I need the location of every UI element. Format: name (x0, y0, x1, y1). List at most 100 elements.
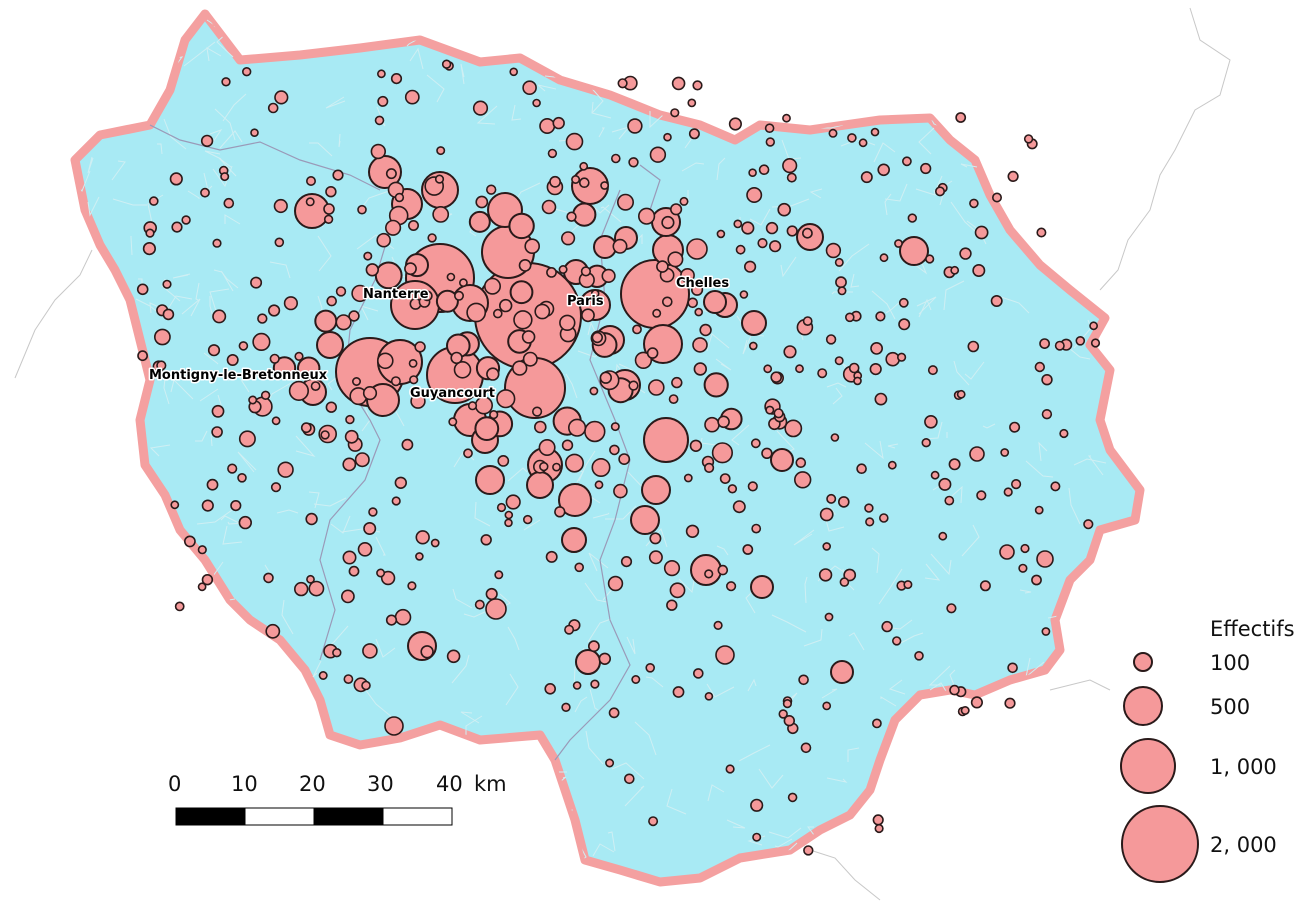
workforce-circle (564, 453, 584, 473)
commune-edge (1038, 441, 1048, 462)
workforce-circle (248, 395, 258, 405)
legend-label-500: 500 (1210, 695, 1250, 719)
commune-edge (260, 762, 274, 782)
commune-edge (112, 198, 147, 206)
commune-edge (173, 569, 194, 590)
workforce-circle (314, 309, 338, 333)
commune-edge (598, 127, 605, 138)
workforce-circle (826, 493, 837, 504)
workforce-circle (223, 197, 235, 209)
workforce-circle (558, 264, 568, 274)
commune-edge (832, 387, 843, 405)
commune-edge (451, 654, 470, 684)
commune-edge (973, 834, 980, 850)
workforce-circle (914, 650, 924, 661)
commune-edge (136, 481, 145, 495)
commune-edge (295, 435, 316, 457)
commune-edge (780, 256, 797, 278)
workforce-circle (899, 236, 929, 266)
workforce-circle (949, 684, 960, 696)
workforce-circle (211, 404, 225, 418)
workforce-circle (365, 263, 379, 277)
workforce-circle (885, 351, 901, 367)
workforce-circle (872, 814, 884, 826)
workforce-circle (930, 470, 940, 480)
workforce-circle (390, 72, 403, 85)
commune-edge (578, 450, 596, 482)
commune-edge (209, 296, 214, 318)
workforce-circle (717, 415, 730, 429)
commune-edge (85, 520, 101, 547)
workforce-circle (1031, 574, 1042, 586)
workforce-circle (323, 214, 334, 225)
commune-edge (878, 568, 903, 605)
workforce-circle (578, 177, 590, 188)
workforce-circle (271, 416, 281, 426)
commune-edge (312, 660, 322, 678)
commune-edge (325, 96, 346, 109)
workforce-circle (591, 457, 611, 477)
workforce-circle (201, 499, 214, 512)
commune-edge (707, 784, 725, 802)
workforce-circle (475, 195, 489, 209)
commune-edge (76, 300, 97, 311)
workforce-circle (765, 405, 775, 415)
workforce-circle (522, 351, 538, 367)
workforce-circle (733, 219, 743, 229)
legend-circle-500 (1123, 686, 1163, 726)
workforce-circle (362, 643, 378, 659)
workforce-circle (594, 480, 604, 490)
workforce-circle (643, 417, 689, 463)
commune-edge (892, 32, 913, 65)
commune-edge (75, 860, 80, 880)
workforce-circle (627, 118, 643, 134)
workforce-circle (579, 161, 589, 171)
workforce-circle (620, 555, 633, 568)
commune-edge (626, 636, 636, 655)
workforce-circle (435, 289, 459, 313)
workforce-circle (580, 266, 592, 277)
commune-edge (276, 509, 299, 514)
workforce-circle (667, 251, 684, 268)
commune-edge (115, 415, 135, 428)
workforce-circle (499, 298, 513, 313)
commune-edge (1088, 455, 1104, 476)
workforce-circle (1041, 374, 1053, 386)
workforce-circle (1036, 227, 1047, 238)
workforce-circle (613, 483, 628, 499)
commune-edge (204, 150, 222, 160)
commune-edge (565, 373, 578, 399)
workforce-circle (959, 247, 972, 260)
workforce-circle (272, 356, 297, 380)
workforce-circle (879, 253, 889, 263)
commune-edge (375, 638, 396, 658)
commune-edge (607, 831, 616, 852)
commune-edge (250, 709, 258, 720)
workforce-circle (680, 267, 695, 283)
commune-edge (1101, 593, 1106, 610)
scale-bar: 0 10 20 30 40 km (168, 772, 507, 826)
commune-edge (78, 551, 110, 573)
workforce-circle (757, 238, 768, 249)
workforce-circle (741, 221, 755, 235)
commune-edge (840, 138, 876, 147)
commune-edge (199, 648, 219, 666)
workforce-circle (1090, 338, 1101, 348)
commune-edge (129, 661, 154, 668)
workforce-circle (692, 80, 703, 91)
commune-edge (706, 683, 735, 698)
workforce-circle (404, 89, 420, 105)
workforce-circle (750, 798, 764, 812)
workforce-circle (226, 353, 239, 366)
workforce-circle (552, 462, 561, 472)
commune-edge (982, 423, 996, 429)
workforce-circle (727, 484, 738, 494)
workforce-circle (480, 534, 492, 546)
commune-edge (629, 56, 649, 77)
workforce-circle (601, 268, 616, 284)
commune-edge (1069, 584, 1081, 615)
commune-edge (1033, 71, 1043, 103)
scale-segment-2 (244, 807, 315, 826)
workforce-circle (824, 612, 834, 622)
commune-edge (826, 502, 836, 515)
